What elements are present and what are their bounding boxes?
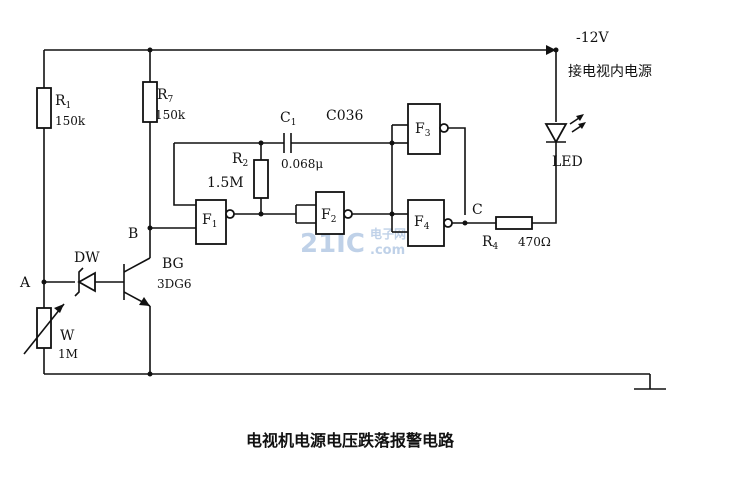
capacitor-c1: C1 0.068μ C036 xyxy=(174,108,392,171)
adjust-arrow-icon xyxy=(54,304,64,313)
c1-part: C036 xyxy=(326,108,364,124)
supply-rail: -12V 接电视内电源 xyxy=(44,30,652,80)
node-b-label: B xyxy=(128,226,138,242)
diagram-caption: 电视机电源电压跌落报警电路 xyxy=(246,431,455,450)
left-branch: R1 150k A W 1M xyxy=(19,50,86,374)
inverter-bubble-icon xyxy=(439,123,449,133)
f1-label: F1 xyxy=(202,212,217,230)
led-icon xyxy=(544,123,568,144)
f3-label: F3 xyxy=(415,121,431,139)
nand-gate-f1 xyxy=(195,199,227,245)
r7-label: R7 xyxy=(157,87,174,105)
ground-rail xyxy=(44,371,666,390)
nand-gate-f4 xyxy=(407,199,445,247)
dw-label: DW xyxy=(74,250,100,266)
bg-label: BG xyxy=(162,256,184,272)
resistor-r1 xyxy=(36,87,52,129)
inverter-bubble-icon xyxy=(443,218,453,228)
r2-label: R2 xyxy=(232,151,248,169)
r1-label: R1 xyxy=(55,93,71,111)
zener-dw: DW xyxy=(44,250,124,297)
r2-value: 1.5M xyxy=(207,175,244,191)
watermark-cn: 电子网 xyxy=(370,226,406,241)
resistor-r2 xyxy=(253,159,269,199)
arrow-right-icon xyxy=(546,45,556,55)
c1-value: 0.068μ xyxy=(281,157,323,171)
watermark-domain: .com xyxy=(370,243,405,258)
gate-f2: F2 xyxy=(295,191,353,235)
zener-diode-icon xyxy=(77,271,96,293)
led-label: LED xyxy=(552,154,583,170)
node-a-label: A xyxy=(19,275,31,291)
w-value: 1M xyxy=(58,347,78,361)
resistor-r4 xyxy=(495,216,533,230)
transistor-stage: R7 150k B BG 3DG6 xyxy=(123,47,191,374)
w-label: W xyxy=(60,328,75,344)
supply-voltage-label: -12V xyxy=(576,30,610,46)
r4-label: R4 xyxy=(482,234,499,252)
f4-label: F4 xyxy=(414,214,430,232)
node-c-label: C xyxy=(472,202,483,218)
gates-f3-f4: F3 F4 xyxy=(352,103,466,247)
nand-gate-f3 xyxy=(407,103,441,155)
inverter-bubble-icon xyxy=(343,209,353,219)
supply-note-label: 接电视内电源 xyxy=(568,63,652,80)
r4-value: 470Ω xyxy=(518,235,551,249)
r7-value: 150k xyxy=(155,108,186,122)
f2-label: F2 xyxy=(321,207,336,225)
c1-label: C1 xyxy=(280,110,296,128)
bg-part: 3DG6 xyxy=(157,277,191,291)
gate-f1: F1 xyxy=(150,143,235,245)
inverter-bubble-icon xyxy=(225,209,235,219)
resistor-r2-group: R2 1.5M xyxy=(207,140,296,217)
emitter-arrow-icon xyxy=(139,297,150,306)
r1-value: 150k xyxy=(55,114,86,128)
output-stage: C R4 470Ω LED xyxy=(452,47,586,252)
